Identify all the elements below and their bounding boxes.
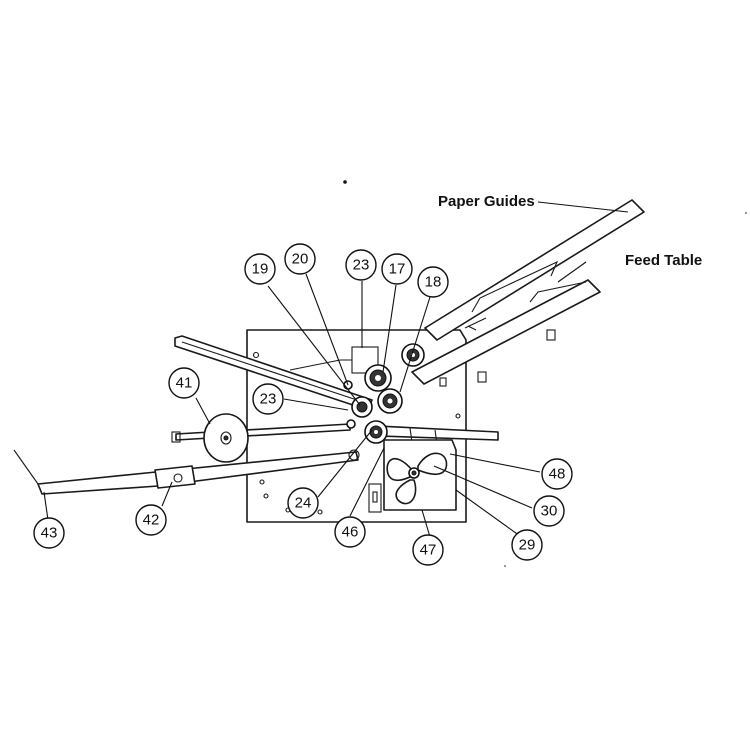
callout-20-number: 20 [292, 251, 309, 268]
callout-24: 24 [287, 487, 319, 519]
callout-24-number: 24 [295, 495, 312, 512]
paper-guides-arm [424, 199, 645, 341]
stacker-wheel [203, 413, 249, 463]
callout-23-mid: 23 [252, 383, 284, 415]
callout-29-number: 29 [519, 537, 536, 554]
callout-43-number: 43 [41, 525, 58, 542]
roller-gear-18 [377, 388, 403, 414]
leader-lines [43, 201, 629, 538]
roller-gear-17 [364, 364, 392, 392]
callout-17-number: 17 [389, 261, 406, 278]
callout-23-top: 23 [345, 249, 377, 281]
callout-30: 30 [533, 495, 565, 527]
callout-48-number: 48 [549, 466, 566, 483]
roller-gear-19 [351, 396, 373, 418]
callout-17: 17 [381, 253, 413, 285]
callout-41: 41 [168, 367, 200, 399]
fan-assembly [368, 439, 457, 513]
roller-gear-24 [364, 420, 388, 444]
callout-42-number: 42 [143, 512, 160, 529]
callout-18: 18 [417, 266, 449, 298]
callout-30-number: 30 [541, 503, 558, 520]
paper-guides-label: Paper Guides [438, 193, 535, 210]
callout-46-number: 46 [342, 524, 359, 541]
callout-19-number: 19 [252, 261, 269, 278]
callout-23-top-number: 23 [353, 257, 370, 274]
feed-table [411, 279, 601, 387]
callout-43: 43 [33, 517, 65, 549]
callout-42: 42 [135, 504, 167, 536]
callout-18-number: 18 [425, 274, 442, 291]
callout-46: 46 [334, 516, 366, 548]
callout-47-number: 47 [420, 542, 437, 559]
callout-48: 48 [541, 458, 573, 490]
feed-table-label: Feed Table [625, 252, 702, 269]
callout-29: 29 [511, 529, 543, 561]
callout-19: 19 [244, 253, 276, 285]
callout-20: 20 [284, 243, 316, 275]
roller-gear-top-right [401, 343, 425, 367]
callout-41-number: 41 [176, 375, 193, 392]
scan-specks [343, 180, 747, 567]
receiving-tray [13, 449, 360, 495]
callout-23-mid-number: 23 [260, 391, 277, 408]
callout-47: 47 [412, 534, 444, 566]
